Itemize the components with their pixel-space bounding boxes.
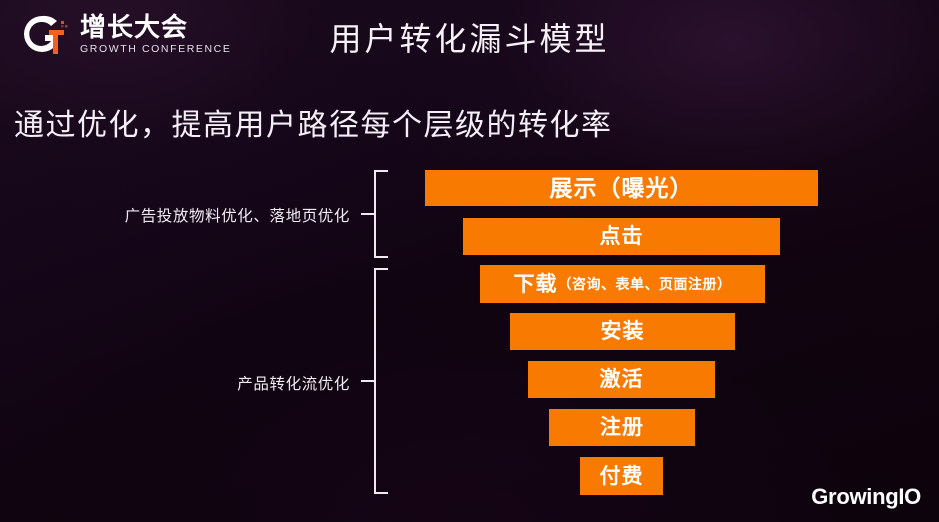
funnel-bar-4: 安装 [510, 313, 735, 350]
group-bracket-1-tick [361, 213, 374, 215]
group-bracket-2-tick [361, 380, 374, 382]
funnel-bar-3-note: （咨询、表单、页面注册） [557, 276, 732, 292]
funnel-bar-6-label: 注册 [600, 416, 644, 439]
funnel-bar-1: 展示（曝光） [425, 170, 818, 206]
funnel-bar-6: 注册 [549, 409, 695, 446]
funnel-bar-2-label: 点击 [599, 225, 644, 248]
funnel-bar-2: 点击 [463, 218, 780, 255]
slide-subtitle: 通过优化，提高用户路径每个层级的转化率 [14, 109, 613, 142]
funnel-bar-5-label: 激活 [599, 368, 644, 391]
group-label-2: 产品转化流优化 [237, 376, 350, 393]
funnel-bar-3: 下载（咨询、表单、页面注册） [480, 265, 765, 303]
brand-wordmark: 增长大会 GROWTH CONFERENCE [80, 12, 232, 56]
funnel-bar-3-label: 下载 [513, 272, 558, 296]
funnel-bar-1-label: 展示（曝光） [549, 174, 694, 201]
growth-g-plus-logo-icon [18, 10, 70, 62]
funnel-bar-5: 激活 [528, 361, 715, 398]
group-bracket-2 [374, 268, 388, 494]
group-label-1: 广告投放物料优化、落地页优化 [124, 208, 350, 225]
brand-name-en: GROWTH CONFERENCE [80, 43, 232, 55]
group-bracket-1 [374, 170, 388, 258]
page-title: 用户转化漏斗模型 [329, 21, 610, 57]
brand-logo: 增长大会 GROWTH CONFERENCE [18, 8, 232, 64]
brand-name-cn: 增长大会 [80, 12, 189, 42]
funnel-bar-7: 付费 [580, 457, 663, 495]
funnel-bar-4-label: 安装 [600, 320, 645, 343]
growingio-watermark: GrowingIO [811, 484, 921, 509]
funnel-bar-7-label: 付费 [599, 464, 644, 488]
